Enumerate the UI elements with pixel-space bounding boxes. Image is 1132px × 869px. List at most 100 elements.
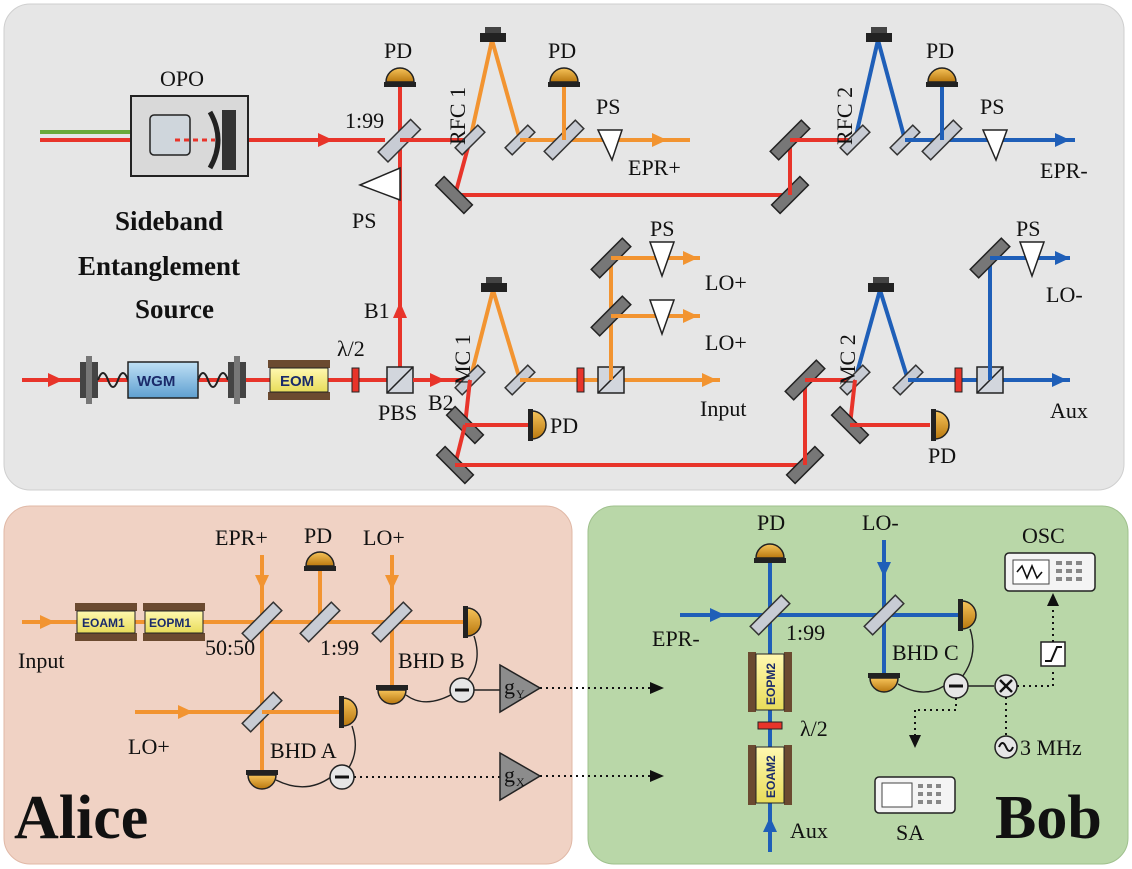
beam-splitter-bhd-c [863,594,905,636]
half-wave-plate [576,367,585,393]
bhd-a-label: BHD A [270,738,337,763]
source-title-line1: Sideband [115,206,223,236]
epr-minus-label-top: EPR- [1040,158,1088,183]
alice-ratio-1-99: 1:99 [320,635,359,660]
wgm-label: WGM [137,373,175,390]
gain-x-label: g [504,762,515,787]
bob-half-wave-label: λ/2 [800,716,828,741]
beam-arrow [1055,251,1070,265]
beam-arrow [1052,373,1067,387]
eoam1-box [75,603,137,641]
beam-arrow [1055,133,1070,147]
beam-splitter-1-99 [299,601,341,643]
bob-ratio-1-99: 1:99 [786,620,825,645]
ratio-50-50-label: 50:50 [205,635,255,660]
lo-plus-label-top-1: LO+ [705,270,747,295]
mixer [994,674,1018,698]
beam-arrow [385,575,399,590]
phase-shifter [981,129,1009,163]
beam-arrow [393,302,407,318]
beam-splitter-50-50 [241,601,283,643]
lo-plus-label-top-2: LO+ [705,330,747,355]
mirror [434,175,474,215]
input-label-top: Input [700,396,746,421]
subtractor-a [329,764,355,790]
gain-y-sub: Y [516,687,525,701]
beam-arrow [652,133,667,147]
bob-pd-label: PD [757,510,785,535]
sa-label: SA [896,820,924,845]
mc1-piezo-mirror [481,283,507,292]
eopm1-label: EOPM1 [149,616,191,630]
signal-arrow [650,770,664,782]
eopm1-box [143,603,205,641]
bhd-b-detector-right [463,606,482,638]
beam-arrow [178,705,193,719]
subtractor-b [449,677,475,703]
photodetector [754,543,786,563]
beam-splitter-bhd-b [371,601,413,643]
pd-label-top-1: PD [384,38,412,63]
gain-y-amplifier [499,663,542,714]
beam-arrow [40,615,55,629]
spectrum-analyzer [874,776,956,814]
beam-arrow [48,373,63,387]
bhd-b-detector-bottom [376,685,408,705]
beam-arrow [430,373,445,387]
beam-splitter-1-99 [377,118,422,163]
source-title-line3: Source [135,294,214,324]
half-wave-plate [954,367,963,393]
ratio-1-99-top: 1:99 [345,108,384,133]
bhd-b-label: BHD B [398,648,465,673]
alice-pd-label: PD [304,523,332,548]
mc2-piezo-mirror [868,283,894,292]
bob-title: Bob [995,784,1102,852]
oscillator-source [994,735,1018,759]
bob-lo-minus-label: LO- [862,510,899,535]
bob-aux-label: Aux [790,818,828,843]
beam-arrow [877,562,891,577]
ps-label-rfc1: PS [596,94,620,119]
eoam2-box [748,745,792,805]
signal-arrow [650,682,664,694]
photodetector [528,409,547,441]
beam-arrow [683,309,698,323]
gain-x-sub: X [516,775,525,789]
photodetector [931,409,950,441]
b1-label: B1 [364,298,390,323]
bhd-c-label: BHD C [892,640,959,665]
pd-label-top-3: PD [926,38,954,63]
mc1-label: MC 1 [450,334,475,385]
half-wave-label-top: λ/2 [337,336,365,361]
ps-label-vertical: PS [352,208,376,233]
alice-lo-plus-left: LO+ [128,734,170,759]
aux-label-top: Aux [1050,398,1088,423]
rfc2-label: RFC 2 [832,87,857,145]
alice-title: Alice [14,784,148,852]
osc-label: OSC [1022,523,1065,548]
photodetector [926,67,958,87]
gain-y-label: g [504,674,515,699]
phase-shifter [357,166,401,202]
ps-label-lo-minus: PS [1016,216,1040,241]
signal-arrow [909,735,921,748]
bhd-a-detector-bottom [246,770,278,790]
bhd-c-detector-right [958,599,977,631]
beam-arrow [683,251,698,265]
gain-x-amplifier [499,751,542,802]
pd-label-top-2: PD [548,38,576,63]
opo-label: OPO [160,66,204,91]
eom-box [268,360,330,400]
ps-label-rfc2: PS [980,94,1004,119]
signal-arrow [1047,593,1059,606]
subtractor-c [943,673,969,699]
pbs-label: PBS [378,400,417,425]
oscilloscope [1004,552,1096,592]
eoam2-label: EOAM2 [764,755,778,798]
b2-label: B2 [428,390,454,415]
beam-splitter-1-99 [749,594,791,636]
half-wave-plate [757,721,783,730]
pd-label-mc2: PD [928,443,956,468]
lo-minus-label-top: LO- [1046,282,1083,307]
